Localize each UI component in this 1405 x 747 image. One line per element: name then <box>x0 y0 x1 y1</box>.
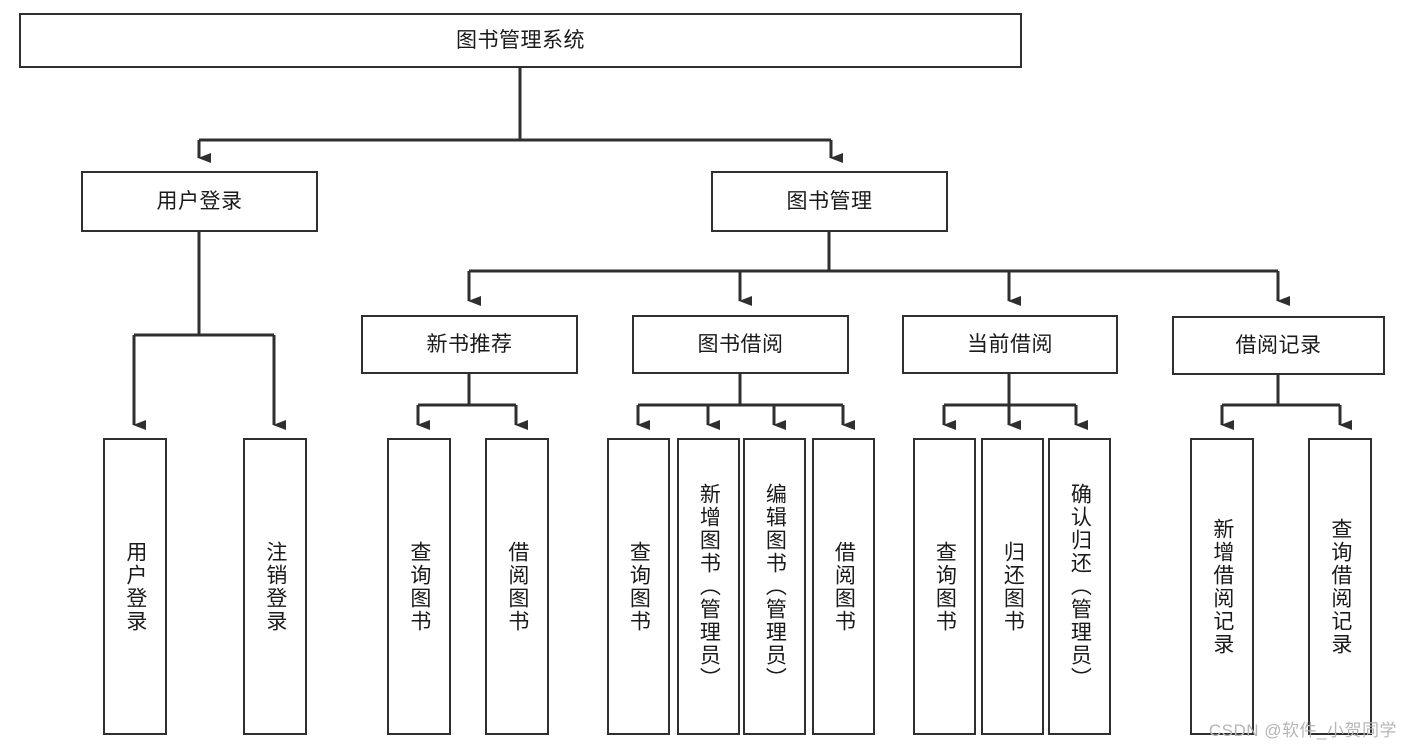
node-label: 查询借阅记录 <box>1328 517 1352 656</box>
node-label: 借阅图书 <box>505 540 529 633</box>
node-label: 用户登录 <box>123 540 147 633</box>
node-leaf-return-book[interactable]: 归还图书 <box>981 438 1044 735</box>
node-label: 归还图书 <box>1001 540 1025 633</box>
node-leaf-logout-login[interactable]: 注销登录 <box>243 438 307 735</box>
node-leaf-user-login[interactable]: 用户登录 <box>103 438 167 735</box>
node-current-borrow[interactable]: 当前借阅 <box>902 315 1118 374</box>
node-user-login[interactable]: 用户登录 <box>81 171 318 232</box>
node-label: 查询图书 <box>407 540 431 633</box>
node-label: 图书管理系统 <box>456 28 585 52</box>
node-label: 编辑图书（管理员） <box>763 483 787 690</box>
node-label: 新增借阅记录 <box>1210 517 1234 656</box>
node-label: 新书推荐 <box>426 332 513 356</box>
node-leaf-add-book[interactable]: 新增图书（管理员） <box>677 438 740 735</box>
node-label: 查询图书 <box>933 540 957 633</box>
node-leaf-borrow-book-2[interactable]: 借阅图书 <box>812 438 875 735</box>
node-borrow-record[interactable]: 借阅记录 <box>1172 316 1385 375</box>
node-leaf-add-record[interactable]: 新增借阅记录 <box>1190 438 1254 735</box>
node-leaf-borrow-book-1[interactable]: 借阅图书 <box>485 438 549 735</box>
node-root-system[interactable]: 图书管理系统 <box>19 13 1022 68</box>
node-label: 注销登录 <box>263 540 287 633</box>
node-label: 借阅图书 <box>832 540 856 633</box>
node-book-manage[interactable]: 图书管理 <box>711 171 948 232</box>
node-label: 当前借阅 <box>967 332 1053 356</box>
node-leaf-edit-book[interactable]: 编辑图书（管理员） <box>743 438 806 735</box>
node-new-book-rec[interactable]: 新书推荐 <box>361 315 578 374</box>
node-leaf-confirm-return[interactable]: 确认归还（管理员） <box>1048 438 1111 735</box>
node-label: 新增图书（管理员） <box>697 483 721 690</box>
node-label: 确认归还（管理员） <box>1068 483 1092 690</box>
node-leaf-query-book-2[interactable]: 查询图书 <box>607 438 670 735</box>
node-label: 图书借阅 <box>697 332 784 356</box>
node-leaf-query-book-1[interactable]: 查询图书 <box>387 438 451 735</box>
watermark-text: CSDN @软件_小贺同学 <box>1208 721 1397 740</box>
node-label: 用户登录 <box>156 189 243 213</box>
node-leaf-query-book-3[interactable]: 查询图书 <box>913 438 976 735</box>
node-label: 查询图书 <box>627 540 651 633</box>
node-leaf-query-record[interactable]: 查询借阅记录 <box>1308 438 1372 735</box>
node-label: 借阅记录 <box>1235 333 1322 357</box>
node-book-borrow[interactable]: 图书借阅 <box>632 315 849 374</box>
node-label: 图书管理 <box>786 189 873 213</box>
